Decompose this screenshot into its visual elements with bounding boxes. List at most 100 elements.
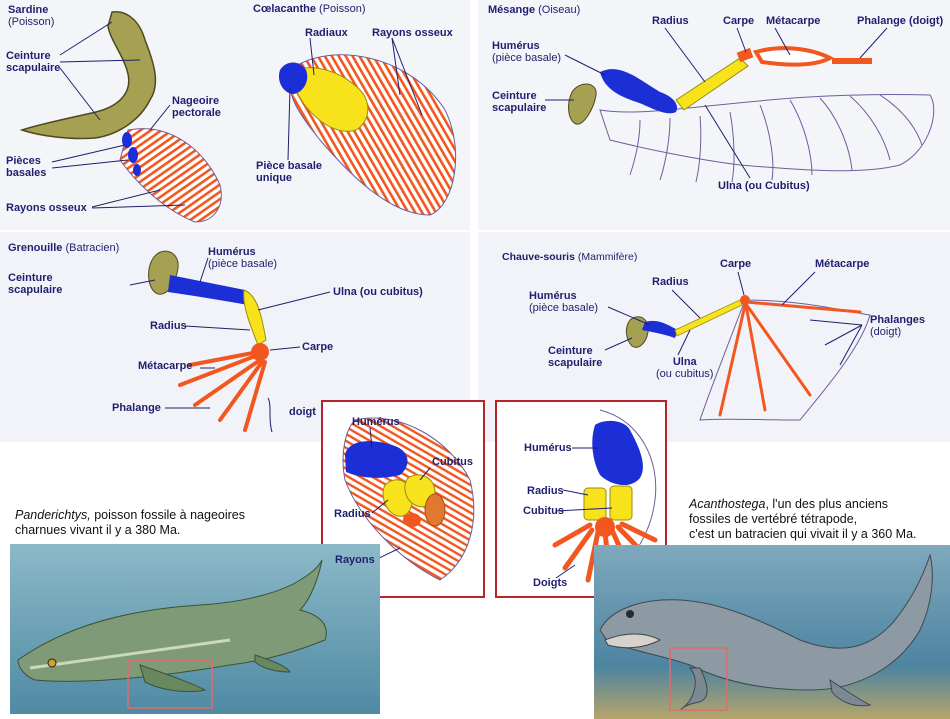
- panderichthys-pelvic-fin: [254, 654, 291, 673]
- chauve-souris-label-carpe: Carpe: [720, 258, 752, 270]
- acanthostega-front-limb: [679, 667, 708, 711]
- chauve-souris-girdle: [625, 316, 649, 348]
- mesange-humerus: [600, 69, 678, 114]
- sardine-title: Sardine(Poisson): [8, 4, 55, 28]
- zoom-tetra-radius: [583, 487, 607, 521]
- coelacanthe-label-radiaux: Radiaux: [305, 27, 348, 39]
- zoom-tetra-humerus: [592, 420, 643, 486]
- grenouille-label-ulna: Ulna (ou cubitus): [333, 286, 423, 298]
- grenouille-carpe: [251, 343, 269, 361]
- panderichthys-body: [17, 559, 327, 682]
- zoom-fish-label-rayons: Rayons: [335, 554, 375, 566]
- acanthostega-zoom-marker: [669, 647, 728, 711]
- zoom-tetra-carpals: [595, 517, 615, 537]
- mesange-carpe: [736, 47, 754, 63]
- sardine-leader-lines: [51, 21, 186, 209]
- grenouille-drawing: [129, 250, 331, 433]
- mesange-title: Mésange (Oiseau): [488, 4, 581, 16]
- mesange-label-ulna: Ulna (ou Cubitus): [718, 180, 810, 192]
- mesange-drawing: [545, 27, 935, 183]
- mesange-label-phalange: Phalange (doigt): [857, 15, 944, 27]
- acanthostega-body: [599, 553, 933, 691]
- sardine-basal-3: [133, 164, 141, 176]
- chauve-souris-label-phalanges: Phalanges(doigt): [870, 314, 926, 338]
- mesange-label-metacarpe: Métacarpe: [766, 15, 821, 27]
- panel-bg-top-right: [478, 0, 950, 230]
- acanthostega-eye: [626, 610, 634, 618]
- chauve-souris-carpe: [740, 295, 750, 305]
- sardine-drawing: [19, 11, 222, 223]
- coelacanthe-label-rayons: Rayons osseux: [372, 27, 453, 39]
- zoom-tetra-cubitus: [609, 485, 633, 521]
- sardine-basal-1: [122, 132, 132, 148]
- zoom-fish-radial-2: [424, 493, 446, 527]
- grenouille-label-phalange: Phalange: [112, 402, 161, 414]
- zoom-fish-radial-1: [403, 513, 421, 527]
- chauve-souris-drawing: [604, 271, 871, 421]
- panderichthys-zoom-marker: [127, 659, 213, 709]
- coelacanthe-title: Cœlacanthe (Poisson): [253, 3, 366, 15]
- zoom-fish-humerus: [345, 441, 408, 478]
- zoom-tetra-label-humerus: Humérus: [524, 442, 572, 454]
- sardine-fin-outline: [119, 128, 222, 223]
- panderichthys-scene: [10, 544, 380, 714]
- zoom-tetra-label-radius: Radius: [527, 485, 564, 497]
- zoom-fish-label-humerus: Humérus: [352, 416, 400, 428]
- chauve-souris-radius: [674, 299, 743, 337]
- chauve-souris-fingers: [718, 300, 862, 417]
- grenouille-humerus: [168, 275, 248, 305]
- grenouille-label-humerus: Humérus(pièce basale): [208, 246, 278, 270]
- acanthostega-scene: [594, 545, 950, 719]
- acanthostega-hind-limb: [829, 678, 872, 707]
- mesange-label-humerus: Humérus(pièce basale): [492, 40, 562, 64]
- mesange-leader-lines: [545, 27, 888, 179]
- grenouille-label-carpe: Carpe: [302, 341, 334, 353]
- mesange-label-carpe: Carpe: [723, 15, 755, 27]
- zoom-tetra-box: [495, 400, 667, 598]
- chauve-souris-label-radius: Radius: [652, 276, 689, 288]
- mesange-label-radius: Radius: [652, 15, 689, 27]
- zoom-fish-label-cubitus: Cubitus: [432, 456, 473, 468]
- chauve-souris-label-humerus: Humérus(pièce basale): [529, 290, 599, 314]
- mesange-feather-lines: [629, 94, 923, 183]
- grenouille-leader-lines: [129, 257, 331, 433]
- chauve-souris-label-metacarpe: Métacarpe: [815, 258, 870, 270]
- coelacanthe-basal: [278, 62, 308, 94]
- coelacanthe-leader-lines: [287, 37, 423, 161]
- chauve-souris-title: Chauve-souris (Mammifère): [502, 251, 638, 263]
- sardine-basal-2: [128, 147, 138, 163]
- panderichthys-pectoral-fin: [139, 664, 207, 693]
- zoom-tetra-leader-lines: [555, 447, 613, 579]
- panderichthys-eye: [47, 658, 57, 668]
- coelacanthe-drawing: [278, 37, 457, 216]
- zoom-tetra-label-doigts: Doigts: [533, 577, 568, 589]
- chauve-souris-humerus: [642, 320, 678, 338]
- acanthostega-mouth: [604, 633, 662, 649]
- mesange-girdle: [568, 83, 597, 125]
- chauve-souris-leader-lines: [604, 271, 863, 366]
- grenouille-label-doigt: doigt: [289, 406, 316, 418]
- chauve-souris-label-ulna: Ulna(ou cubitus): [656, 356, 714, 380]
- grenouille-title: Grenouille (Batracien): [8, 242, 120, 254]
- zoom-tetra-label-cubitus: Cubitus: [523, 505, 564, 517]
- mesange-phalange: [832, 58, 872, 64]
- grenouille-label-metacarpe: Métacarpe: [138, 360, 193, 372]
- zoom-fish-label-radius: Radius: [334, 508, 371, 520]
- grenouille-label-radius: Radius: [150, 320, 187, 332]
- mesange-radius-ulna: [675, 57, 749, 111]
- acanthostega-caption: Acanthostega, l'un des plus anciens foss…: [689, 497, 917, 541]
- panderichthys-caption: Panderichtys, poisson fossile à nageoire…: [15, 508, 245, 537]
- sardine-girdle: [19, 11, 157, 140]
- grenouille-hand: [178, 350, 267, 432]
- grenouille-radius-ulna: [243, 289, 267, 346]
- sardine-label-rayons: Rayons osseux: [6, 202, 87, 214]
- mesange-feathers: [599, 93, 935, 172]
